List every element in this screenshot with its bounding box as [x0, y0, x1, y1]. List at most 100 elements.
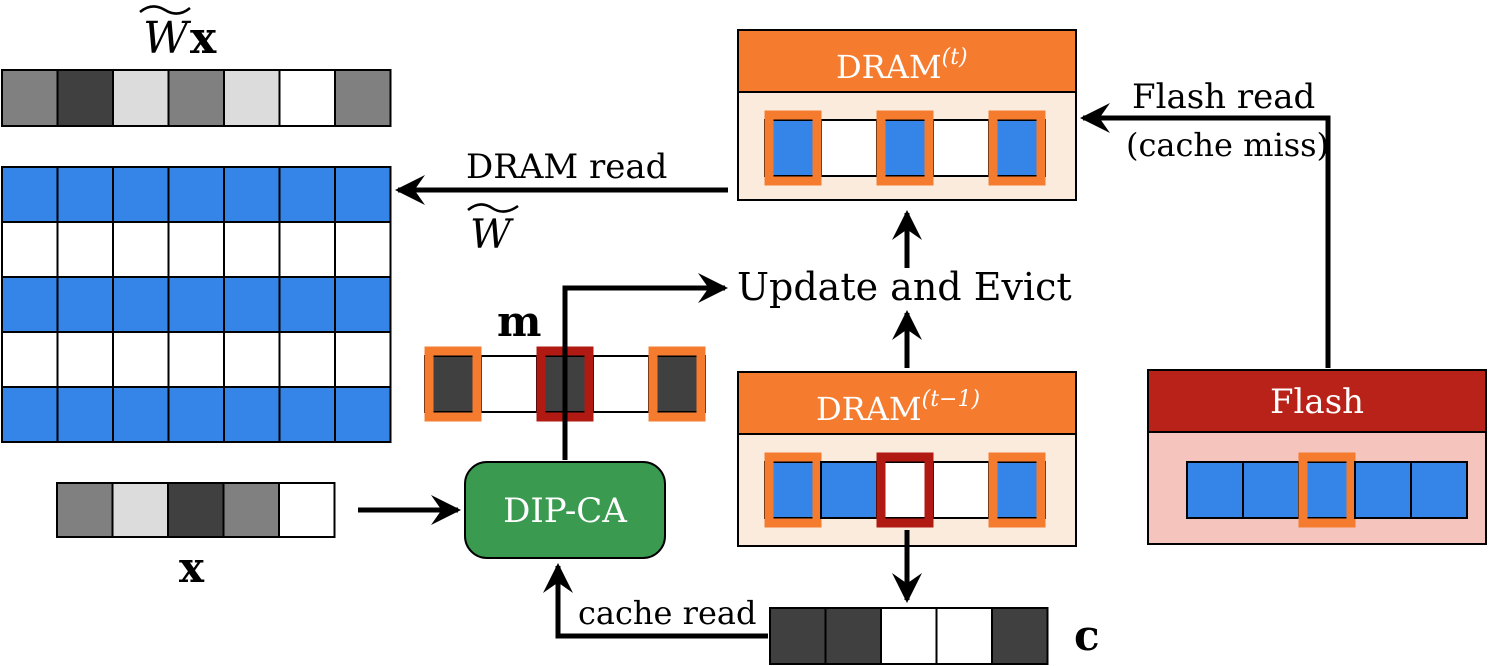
x-cell — [278, 482, 336, 538]
dip-ca-label: DIP-CA — [503, 491, 627, 531]
matrix-cell — [56, 331, 114, 388]
matrix-cell — [56, 221, 114, 278]
matrix-cell — [223, 166, 281, 223]
tilde-mark — [139, 5, 191, 15]
wx-cell — [1, 69, 59, 127]
matrix-cell — [334, 386, 392, 443]
wx-output-vector — [1, 69, 392, 127]
matrix-cell — [223, 221, 281, 278]
slot-cell — [820, 461, 878, 519]
matrix-cell — [223, 276, 281, 333]
weight-matrix — [1, 166, 392, 443]
flash-header — [1147, 369, 1487, 433]
matrix-cell — [223, 386, 281, 443]
dram-t1-box: DRAM(t−1) — [737, 371, 1077, 547]
slot-cell — [988, 119, 1046, 177]
matrix-cell — [1, 276, 59, 333]
wx-cell — [223, 69, 281, 127]
wx-label-x: x — [190, 13, 217, 64]
x-label: x — [179, 543, 205, 592]
c-label: c — [1074, 611, 1100, 660]
slot-frame — [1298, 452, 1356, 528]
slot-cell — [648, 355, 706, 413]
wx-cell — [334, 69, 392, 127]
w-tilde-label: W — [467, 203, 519, 258]
slot-cell — [1410, 461, 1468, 519]
slot-frame — [648, 346, 706, 422]
matrix-cell — [278, 331, 336, 388]
c-cell — [935, 607, 993, 665]
x-cell — [111, 482, 169, 538]
m-label: m — [497, 297, 541, 346]
slot-cell — [1186, 461, 1244, 519]
slot-cell — [1354, 461, 1412, 519]
slot-cell — [1242, 461, 1300, 519]
input-vector-x — [56, 482, 336, 538]
cache-read-label: cache read — [578, 594, 756, 632]
slot-frame — [988, 110, 1046, 186]
flash-read-label: Flash read — [1132, 77, 1315, 117]
wx-label: W x — [139, 5, 217, 64]
dram-t-header — [737, 29, 1077, 93]
matrix-cell — [167, 331, 225, 388]
w-tilde-letter: W — [470, 212, 514, 258]
matrix-cell — [167, 276, 225, 333]
c-cell — [880, 607, 938, 665]
matrix-cell — [334, 276, 392, 333]
dram-t-title: DRAM(t) — [836, 45, 968, 86]
flash-box: Flash — [1147, 369, 1487, 545]
x-cell — [222, 482, 280, 538]
matrix-cell — [278, 221, 336, 278]
matrix-cell — [334, 166, 392, 223]
matrix-cell — [56, 166, 114, 223]
dip-ca-block — [464, 461, 666, 559]
matrix-cell — [112, 276, 170, 333]
matrix-cell — [1, 166, 59, 223]
slot-frame — [988, 452, 1046, 528]
matrix-cell — [1, 386, 59, 443]
matrix-cell — [167, 386, 225, 443]
wx-label-w: W — [143, 13, 192, 64]
matrix-cell — [112, 166, 170, 223]
wx-cell — [278, 69, 336, 127]
slot-frame — [764, 452, 822, 528]
c-cell — [991, 607, 1049, 665]
cache-miss-label: (cache miss) — [1126, 126, 1329, 164]
flash-title: Flash — [1270, 382, 1364, 422]
matrix-cell — [112, 331, 170, 388]
matrix-cell — [278, 166, 336, 223]
matrix-cell — [334, 221, 392, 278]
update-evict-label: Update and Evict — [737, 265, 1072, 309]
slot-cell — [876, 461, 934, 519]
mask-to-update-arrow — [562, 273, 728, 460]
matrix-cell — [1, 221, 59, 278]
x-cell — [167, 482, 225, 538]
dram-t1-slots — [764, 452, 1046, 528]
wx-cell — [167, 69, 225, 127]
slot-frame — [876, 110, 934, 186]
wx-cell — [56, 69, 114, 127]
matrix-cell — [334, 331, 392, 388]
tilde-mark — [467, 203, 519, 213]
slot-frame — [764, 110, 822, 186]
dram-read-label: DRAM read — [466, 147, 667, 187]
cache-read-arrow — [543, 563, 768, 639]
dram-t1-header — [737, 371, 1077, 435]
matrix-cell — [1, 331, 59, 388]
matrix-cell — [56, 386, 114, 443]
matrix-cell — [167, 166, 225, 223]
dram-t-box: DRAM(t) — [737, 29, 1077, 201]
slot-cell — [1298, 461, 1356, 519]
x-cell — [56, 482, 114, 538]
slot-frame — [876, 452, 934, 528]
wx-cell — [112, 69, 170, 127]
slot-cell — [424, 355, 482, 413]
matrix-cell — [278, 386, 336, 443]
flash-read-arrow — [1080, 103, 1331, 368]
matrix-cell — [167, 221, 225, 278]
dram-t1-title: DRAM(t−1) — [816, 387, 980, 428]
slot-frame — [424, 346, 482, 422]
c-cell — [824, 607, 882, 665]
